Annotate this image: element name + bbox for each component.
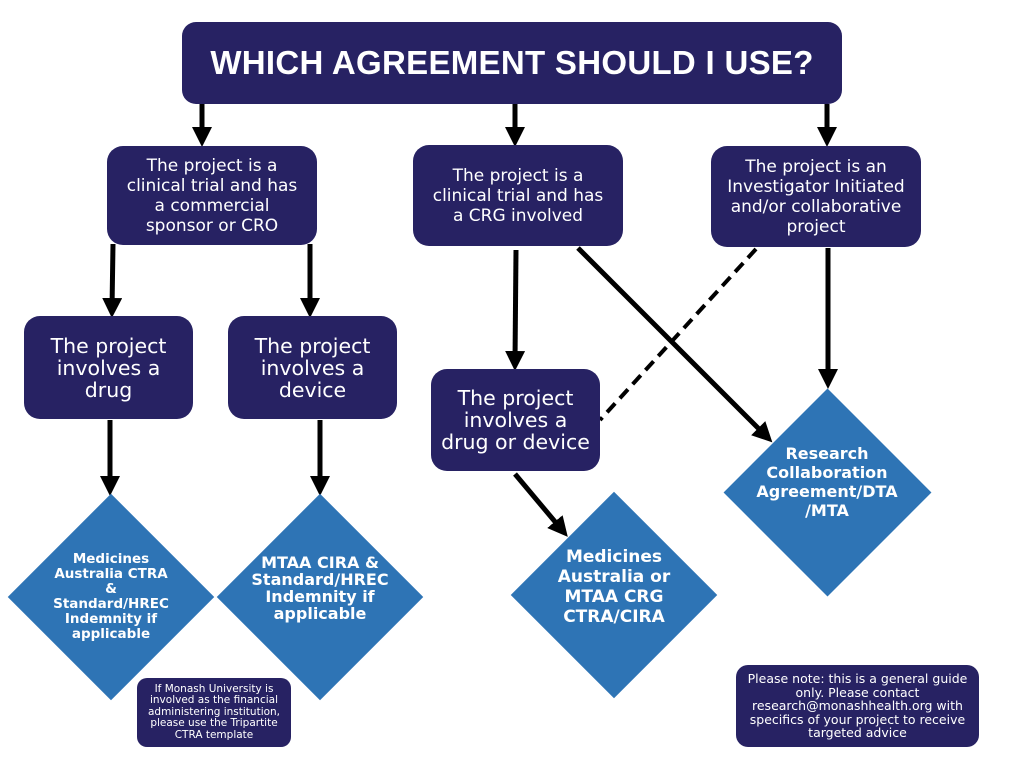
question-crg-involved: The project is a clinical trial and has … (413, 145, 623, 246)
sub-question-drug: The project involves a drug (24, 316, 193, 419)
outcome-ma-ctra: Medicines Australia CTRA & Standard/HREC… (7, 493, 215, 701)
sub-question-drug-or-device: The project involves a drug or device (431, 369, 600, 471)
sub-question-device: The project involves a device (228, 316, 397, 419)
dashed-investigator-to-drug-or-device (598, 247, 758, 422)
outcome-ma-ctra-label: Medicines Australia CTRA & Standard/HREC… (53, 551, 169, 642)
arrow-commercial-to-drug (102, 243, 123, 318)
monash-note: If Monash University is involved as the … (137, 678, 291, 747)
outcome-research-collaboration: Research Collaboration Agreement/DTA /MT… (723, 388, 931, 596)
page-title: WHICH AGREEMENT SHOULD I USE? (182, 22, 842, 104)
outcome-mtaa-cira: MTAA CIRA & Standard/HREC Indemnity if a… (216, 493, 424, 701)
general-guide-note: Please note: this is a general guide onl… (736, 665, 979, 747)
outcome-mtaa-cira-label: MTAA CIRA & Standard/HREC Indemnity if a… (251, 553, 389, 623)
outcome-research-collaboration-label: Research Collaboration Agreement/DTA /MT… (756, 444, 898, 520)
question-commercial-sponsor: The project is a clinical trial and has … (107, 146, 317, 245)
arrow-drug-or-device-to-crg-ctra (513, 472, 568, 537)
arrow-crg-to-drug-or-device (505, 249, 526, 371)
question-investigator-initiated: The project is an Investigator Initiated… (711, 146, 921, 247)
outcome-crg-ctra-cira: Medicines Australia or MTAA CRG CTRA/CIR… (510, 491, 718, 699)
outcome-crg-ctra-cira-label: Medicines Australia or MTAA CRG CTRA/CIR… (557, 547, 671, 627)
